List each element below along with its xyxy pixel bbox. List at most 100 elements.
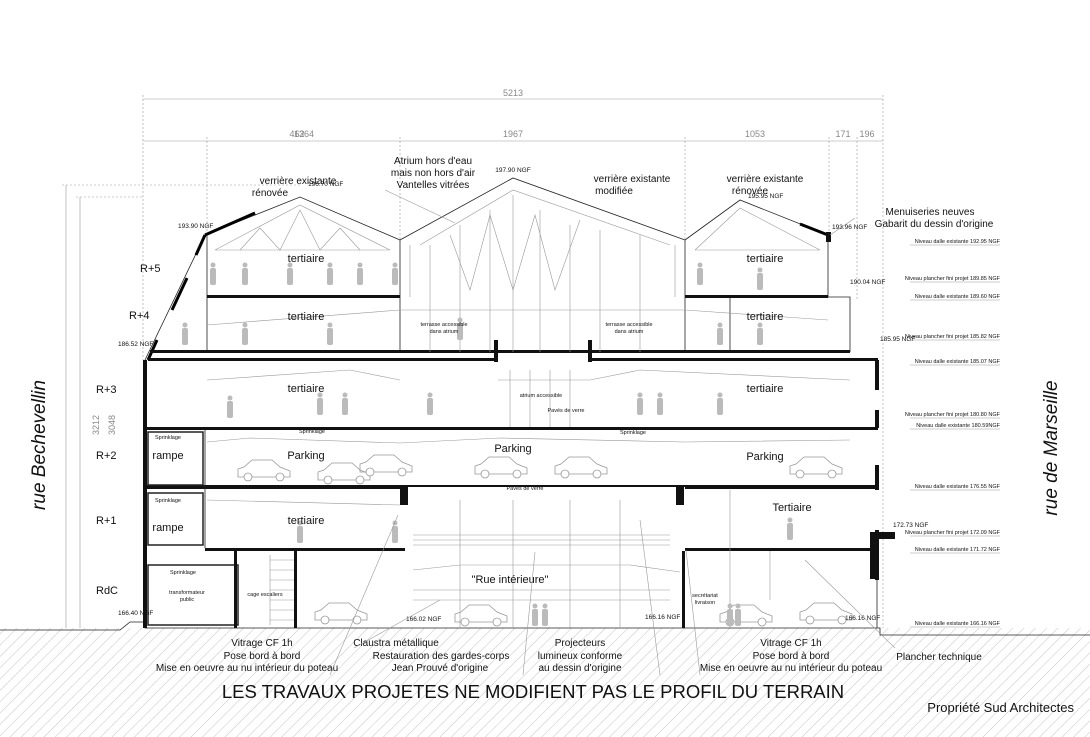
ngf-right-eave: 193.96 NGF bbox=[832, 224, 867, 231]
ngf-left-ground: 166.40 NGF bbox=[118, 610, 153, 617]
dimension-segment: 1967 bbox=[503, 129, 523, 139]
paves-de-verre-label-r3: Pavés de verre bbox=[548, 408, 585, 414]
level-label-r4: R+4 bbox=[129, 310, 150, 322]
menuiseries-note-2: Gabarit du dessin d'origine bbox=[875, 219, 994, 230]
space-tertiaire-r3-right: tertiaire bbox=[747, 383, 784, 395]
paves-de-verre-label-r2: Pavés de verre bbox=[507, 486, 544, 492]
space-rue-interieure: "Rue intérieure" bbox=[472, 574, 549, 586]
atrium-note-2: mais non hors d'air bbox=[391, 168, 476, 179]
level-annotation: Niveau dalle existante 176.55 NGF bbox=[915, 484, 1001, 490]
person-icon bbox=[182, 322, 188, 345]
ngf-mid-ground-left: 166.02 NGF bbox=[406, 616, 441, 623]
ngf-mid-ground-right: 166.16 NGF bbox=[645, 614, 680, 621]
credit: Propriété Sud Architectes bbox=[927, 700, 1074, 715]
space-tertiaire-r3-left: tertiaire bbox=[288, 383, 325, 395]
level-annotation: Niveau dalle existante 192.95 NGF bbox=[915, 239, 1001, 245]
space-parking-middle: Parking bbox=[494, 443, 531, 455]
note-projecteurs-1: Projecteurs bbox=[555, 638, 606, 649]
car-icon bbox=[789, 456, 843, 479]
car-icon bbox=[359, 454, 413, 477]
sprinklage-label: Sprinklage bbox=[620, 430, 646, 436]
note-vitrage-left-2: Pose bord à bord bbox=[224, 651, 301, 662]
dimension-lines bbox=[62, 95, 884, 628]
person-icon bbox=[697, 262, 703, 285]
note-vitrage-right-3: Mise en oeuvre au nu intérieur du poteau bbox=[700, 663, 882, 674]
cars bbox=[237, 454, 853, 627]
atrium-accessible-label: atrium accessible bbox=[520, 393, 563, 399]
note-projecteurs-3: au dessin d'origine bbox=[538, 663, 622, 674]
person-icon bbox=[427, 392, 433, 415]
terrasse-label-left-2: dans atrium bbox=[430, 329, 459, 335]
atrium-note-1: Atrium hors d'eau bbox=[394, 156, 472, 167]
car-icon bbox=[317, 462, 371, 485]
person-icon bbox=[757, 322, 763, 345]
person-icon bbox=[735, 603, 741, 626]
car-icon bbox=[237, 459, 291, 482]
building-structure bbox=[143, 177, 895, 628]
ngf-right-peak: 195.95 NGF bbox=[748, 193, 783, 200]
atrium-note-3: Vantelles vitrées bbox=[397, 180, 470, 191]
person-icon bbox=[327, 262, 333, 285]
person-icon bbox=[327, 322, 333, 345]
person-icon bbox=[297, 520, 303, 543]
person-icon bbox=[787, 517, 793, 540]
note-vitrage-left-3: Mise en oeuvre au nu intérieur du poteau bbox=[156, 663, 338, 674]
roof-note-middle-1: verrière existante bbox=[594, 174, 671, 185]
level-annotation: Niveau plancher fini projet 180.80 NGF bbox=[905, 412, 1001, 418]
note-projecteurs-2: lumineux conforme bbox=[538, 651, 623, 662]
person-icon bbox=[242, 262, 248, 285]
space-tertiaire-r1-left: tertiaire bbox=[288, 515, 325, 527]
note-vitrage-right-1: Vitrage CF 1h bbox=[760, 638, 822, 649]
roof-note-left-2: rénovée bbox=[252, 188, 289, 199]
space-rampe-r1: rampe bbox=[152, 522, 183, 534]
sprinklage-label: Sprinklage bbox=[155, 435, 181, 441]
space-tertiaire-r5-left: tertiaire bbox=[288, 253, 325, 265]
roof-note-right-2: rénovée bbox=[732, 186, 769, 197]
ground-hatch bbox=[0, 628, 1090, 737]
person-icon bbox=[317, 392, 323, 415]
note-claustra-2: Restauration des gardes-corps bbox=[373, 651, 510, 662]
leader-lines bbox=[329, 514, 896, 676]
people-silhouettes bbox=[182, 262, 793, 626]
person-icon bbox=[457, 317, 463, 340]
roof-note-left-1: verrière existante bbox=[260, 176, 337, 187]
note-vitrage-right-2: Pose bord à bord bbox=[753, 651, 830, 662]
ngf-right-r4: 185.95 NGF bbox=[880, 336, 915, 343]
person-icon bbox=[287, 262, 293, 285]
person-icon bbox=[757, 267, 763, 290]
person-icon bbox=[717, 322, 723, 345]
drawing-title: LES TRAVAUX PROJETES NE MODIFIENT PAS LE… bbox=[222, 681, 844, 702]
dimension-segment: 171 bbox=[835, 129, 850, 139]
ngf-right-r1: 172.73 NGF bbox=[893, 522, 928, 529]
space-tertiaire-r5-right: tertiaire bbox=[747, 253, 784, 265]
person-icon bbox=[392, 520, 398, 543]
street-right: rue de Marseille bbox=[1041, 380, 1062, 515]
transformateur-label-1: transformateur bbox=[169, 590, 205, 596]
note-claustra-1: Claustra métallique bbox=[353, 638, 439, 649]
level-label-rdc: RdC bbox=[96, 585, 118, 597]
dimension-height-total: 3212 bbox=[91, 415, 101, 435]
level-annotation: Niveau dalle existante 180.59NGF bbox=[916, 423, 1000, 429]
roof-note-middle-2: modifiée bbox=[595, 186, 633, 197]
dimension-segment: 1364 bbox=[294, 129, 314, 139]
street-left: rue Bechevellin bbox=[29, 380, 50, 510]
person-icon bbox=[227, 395, 233, 418]
sprinklage-label: Sprinklage bbox=[155, 498, 181, 504]
space-tertiaire-r1-right: Tertiaire bbox=[772, 502, 811, 514]
level-label-r3: R+3 bbox=[96, 384, 117, 396]
person-icon bbox=[542, 603, 548, 626]
ngf-left-peak: 196.70 NGF bbox=[308, 181, 343, 188]
ngf-mid-peak: 197.90 NGF bbox=[495, 167, 530, 174]
level-label-r5: R+5 bbox=[140, 263, 161, 275]
car-icon bbox=[799, 602, 853, 625]
level-annotation: Niveau plancher fini projet 185.82 NGF bbox=[905, 334, 1001, 340]
level-label-r2: R+2 bbox=[96, 450, 117, 462]
person-icon bbox=[342, 392, 348, 415]
terrasse-label-left-1: terrasse accessible bbox=[420, 322, 467, 328]
level-annotation: Niveau dalle existante 166.16 NGF bbox=[915, 621, 1001, 627]
secretariat-label-1: secrétariat bbox=[692, 593, 718, 599]
note-vitrage-left-1: Vitrage CF 1h bbox=[231, 638, 293, 649]
space-tertiaire-r4-right: tertiaire bbox=[747, 311, 784, 323]
person-icon bbox=[727, 603, 733, 626]
sprinklage-label: Sprinklage bbox=[170, 570, 196, 576]
